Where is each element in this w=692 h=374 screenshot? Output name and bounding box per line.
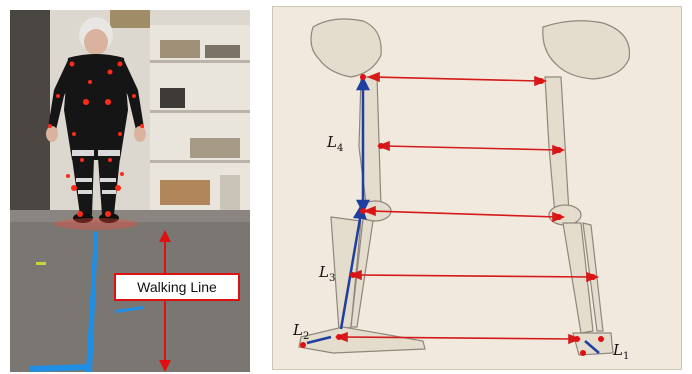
femur-right-shape [545, 77, 569, 215]
segment-label-l4: L4 [327, 135, 343, 154]
pelvis-right-shape [543, 21, 630, 79]
walking-line-label: Walking Line [114, 273, 240, 301]
leg-bone-diagram: L4 L3 L2 L1 [272, 6, 682, 370]
subject-photo: Walking Line [10, 10, 250, 372]
segment-label-l1: L1 [613, 343, 629, 362]
photo-scene [10, 10, 250, 372]
segment-label-l3: L3 [319, 265, 335, 284]
pelvis-left-shape [311, 19, 381, 77]
segment-label-l2: L2 [293, 323, 309, 342]
foot-right-shape [573, 333, 613, 355]
bone-illustration [273, 7, 682, 370]
